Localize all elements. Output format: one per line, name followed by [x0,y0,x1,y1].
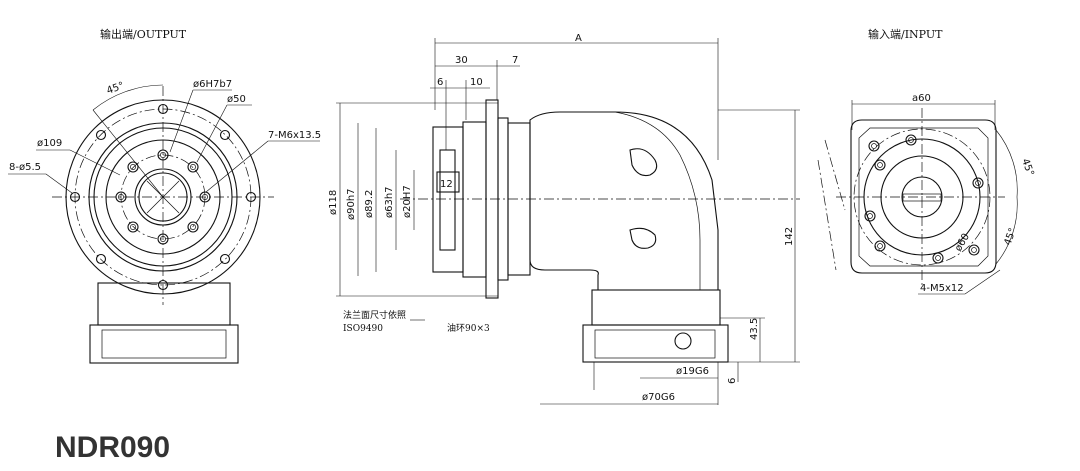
side-h6-label: 6 [727,378,738,384]
output-holes-label: 8-ø5.5 [9,162,41,173]
iso-note: ISO9490 [343,324,383,334]
side-height-label: 142 [784,227,795,246]
side-d12-label: 12 [440,179,453,190]
side-d6-label: 6 [437,77,443,88]
output-view-title: 输出端/OUTPUT [100,27,187,41]
input-view: 输入端/INPUT a60 45° 45° ø60 4-M5x12 [817,27,1036,295]
output-view: 输出端/OUTPUT [8,27,321,364]
input-angle-top-label: 45° [1019,157,1035,177]
side-d7-label: 7 [512,55,518,66]
side-h43-label: 43.5 [749,318,760,340]
input-taps-label: 4-M5x12 [920,283,964,294]
output-taps-label: 7-M6x13.5 [268,130,321,141]
input-angle-bottom-label: 45° [1002,227,1018,247]
side-view: A 30 7 6 10 12 ø19G6 ø70G6 [328,33,800,405]
side-d30-label: 30 [455,55,468,66]
output-angle-label: 45° [105,80,125,96]
side-dia70-label: ø70G6 [642,392,675,403]
output-flange-label: ø109 [37,138,62,149]
side-overall-label: A [575,33,582,44]
input-square-label: a60 [912,93,931,104]
input-view-title: 输入端/INPUT [868,27,943,41]
side-dia20-label: ø20H7 [402,185,413,218]
side-dia90-label: ø90h7 [346,188,357,220]
model-name: NDR090 [55,431,170,464]
flange-note: 法兰面尺寸依照 [343,309,406,321]
side-d10-label: 10 [470,77,483,88]
side-dia89-label: ø89.2 [364,190,375,218]
side-dia118-label: ø118 [328,190,339,215]
output-pilot-label: ø6H7b7 [193,79,232,90]
output-pcd-label: ø50 [227,94,246,105]
oring-note: 油环90×3 [447,322,490,334]
side-dia19-label: ø19G6 [676,366,709,377]
side-dia63-label: ø63h7 [384,186,395,218]
